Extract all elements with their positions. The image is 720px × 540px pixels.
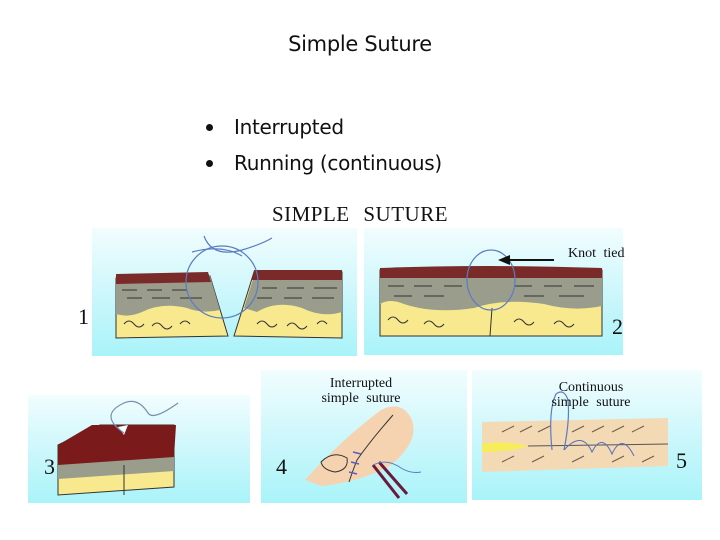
continuous-suture-illustration: [482, 391, 669, 472]
panel-number-5: 5: [676, 448, 687, 473]
finger-suture-illustration: [305, 406, 422, 499]
caption-line: simple suture: [321, 391, 401, 406]
open-wound-illustration: [115, 235, 343, 339]
figure-panel-3: [28, 395, 250, 503]
panel-number-1: 1: [78, 304, 89, 329]
panel-number-2: 2: [612, 314, 623, 339]
caption-line: Continuous: [558, 380, 624, 395]
interrupted-caption: Interrupted simple suture: [281, 376, 441, 406]
knot-tied-label: Knot tied: [568, 246, 625, 261]
bullet-text: Interrupted: [234, 115, 344, 139]
slide-title: Simple Suture: [288, 32, 432, 56]
bullet-item: Interrupted: [206, 112, 442, 148]
continuous-caption: Continuous simple suture: [516, 380, 666, 410]
figure-panel-5: [472, 370, 702, 500]
bullet-dot-icon: [206, 160, 213, 167]
bullet-dot-icon: [206, 124, 213, 131]
panel-number-4: 4: [276, 454, 287, 479]
tissue-block-illustration: [57, 400, 179, 496]
caption-line: simple suture: [551, 395, 631, 410]
bullet-item: Running (continuous): [206, 148, 442, 184]
bullet-text: Running (continuous): [234, 151, 442, 175]
caption-line: Interrupted: [329, 376, 393, 391]
knot-tied-illustration: [379, 249, 603, 337]
figure-panel-1: [92, 228, 357, 356]
figure-title: SIMPLE SUTURE: [271, 202, 449, 226]
figure-panel-2: [364, 228, 623, 355]
figure-panel-4: [261, 370, 467, 503]
panel-number-3: 3: [44, 454, 55, 479]
bullet-list: Interrupted Running (continuous): [206, 112, 442, 184]
